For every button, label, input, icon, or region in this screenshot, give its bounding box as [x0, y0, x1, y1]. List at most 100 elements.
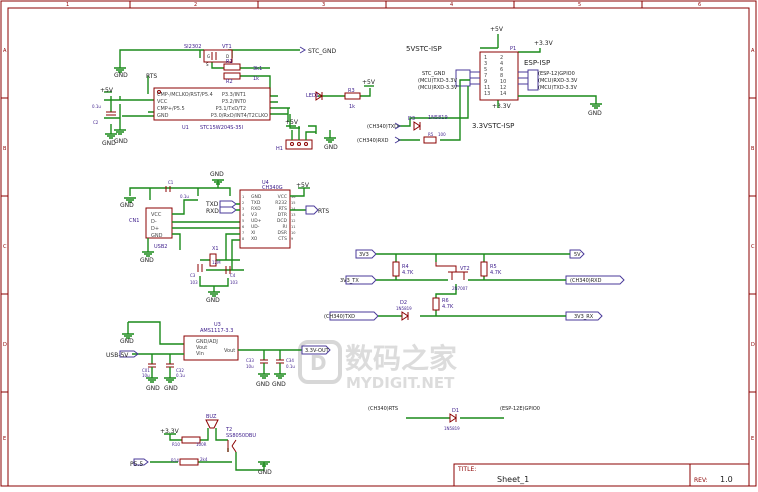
c34-val: 0.1u: [286, 364, 295, 369]
frame-row-d: D: [3, 342, 7, 348]
isp-gnd: GND: [588, 110, 602, 117]
ldo-usb5v: USB-5V: [106, 352, 129, 359]
c1-ref: C1: [168, 180, 174, 185]
h1-ref: H1: [276, 146, 283, 152]
svg-text:10: 10: [291, 231, 295, 235]
ldo-gnd-1: GND: [120, 338, 134, 345]
svg-text:XI: XI: [251, 230, 255, 236]
isp-right-net-2: (MCU)RXD-3.3V: [538, 78, 578, 84]
isp-33v: +3.3V: [534, 40, 554, 47]
svg-text:D+: D+: [151, 226, 159, 232]
vt1-part: SI2302: [184, 44, 201, 50]
ldo-part: AMS1117-3.3: [200, 328, 233, 334]
r14-ref: R14: [171, 458, 179, 463]
c01-val: 10u: [142, 373, 150, 378]
title-value: Sheet_1: [497, 475, 529, 484]
usb-ch340-block: C1 0.1u GND GND CN1 USB2 VCC D- D+ GND G…: [120, 171, 329, 304]
isp-right-net-3: (MCU)TXD-3.3V: [538, 85, 577, 91]
usb-gnd-1: GND: [120, 202, 134, 209]
svg-text:6: 6: [500, 67, 503, 73]
diode-d1: [449, 413, 457, 423]
c34-ref: C34: [286, 358, 294, 363]
resistor-r10: [181, 436, 201, 444]
isp-header-p1: [479, 51, 519, 101]
mcu-pin-l1: CMP-/MCLKO/RST/P5.4: [157, 92, 213, 98]
diode-d3: [413, 121, 421, 131]
svg-text:CTS: CTS: [278, 236, 287, 242]
buzzer-icon: [205, 419, 219, 429]
ch340-5v: +5V: [296, 182, 310, 189]
c4-val: 103: [230, 280, 238, 285]
c32-val: 0.1u: [176, 373, 185, 378]
resistor-r1: [223, 63, 241, 71]
c2-ref: C2: [93, 120, 99, 125]
svg-text:13: 13: [291, 213, 295, 217]
frame-row-a-right: A: [751, 48, 755, 54]
resistor-r4: [392, 261, 400, 277]
bz-ref: BUZ: [206, 414, 217, 420]
frame-row-e-right: E: [751, 436, 754, 442]
ch340-txd-net: TXD: [205, 201, 219, 208]
resistor-r3: [344, 92, 361, 100]
svg-text:GND: GND: [251, 194, 262, 200]
ls-5v: 5V: [574, 252, 581, 258]
svg-text:5: 5: [242, 219, 244, 223]
ls-3v3: 3V3: [359, 252, 369, 258]
ls-ch340rxd: (CH340)RXD: [570, 278, 602, 284]
buzzer-block: +3.3V R10 100R BUZ T2 SS8050DBU R14 2k4 …: [130, 414, 272, 476]
frame-col-3: 3: [322, 2, 325, 8]
frame-row-c: C: [3, 244, 7, 250]
r6-ref: R6: [442, 298, 449, 304]
frame-row-c-right: C: [751, 244, 755, 250]
isp-33v-b: +3.3V: [492, 103, 512, 110]
mcu-pin-r2: P3.2/INT0: [222, 99, 246, 105]
isp-5v: +5V: [490, 26, 504, 33]
svg-text:5: 5: [484, 67, 487, 73]
mcu-pin-r3: P3.1/TxD/T2: [216, 106, 246, 112]
svg-text:D: D: [310, 351, 327, 375]
bz-33v: +3.3V: [160, 428, 180, 435]
gnd-2: GND: [102, 140, 116, 147]
c1-val: 0.1u: [180, 194, 189, 199]
ldo-gnd-3: GND: [164, 385, 178, 392]
r1-ref: R1: [226, 59, 233, 65]
c4-ref: C4: [230, 273, 236, 278]
ldo-gnd-4: GND: [256, 381, 270, 388]
isp-title-33: 3.3VSTC-ISP: [472, 122, 514, 130]
svg-text:2: 2: [242, 201, 244, 205]
mcu-pin-r4: P3.0/RxD/INT4/T2CLKO: [211, 113, 268, 119]
usb2-ref: USB2: [154, 244, 167, 250]
svg-text:3: 3: [242, 207, 244, 211]
vt2-ref: VT2: [460, 266, 470, 272]
bz-gnd: GND: [258, 469, 272, 476]
vt1-d: D: [226, 54, 229, 59]
ch340-chip: [239, 189, 291, 249]
cn1-ref: CN1: [129, 218, 139, 224]
svg-text:3: 3: [484, 61, 487, 67]
ldo-gnd-5: GND: [272, 381, 286, 388]
resistor-r2: [223, 72, 241, 80]
d1-ref: D1: [452, 408, 459, 414]
svg-text:V3: V3: [251, 212, 257, 218]
watermark-logo-icon: [298, 340, 342, 384]
autodl-block: (CH340)RTS (ESP-12E)GPIO0 D1 1N5819: [368, 406, 540, 431]
isp-title-5v: 5VSTC-ISP: [406, 45, 442, 53]
frame-row-a: A: [3, 48, 7, 54]
usb-gnd-2: GND: [210, 171, 224, 178]
autodl-rts: (CH340)RTS: [368, 406, 398, 412]
autodl-gpio0: (ESP-12E)GPIO0: [500, 406, 540, 412]
c01-ref: C01: [142, 368, 150, 373]
usb-gnd-3: GND: [140, 257, 154, 264]
gnd-4: GND: [324, 144, 338, 151]
r5-isp-ref: R5: [428, 132, 434, 137]
frame-col-1: 1: [66, 2, 69, 8]
r4-val: 4.7K: [402, 270, 414, 276]
svg-text:4: 4: [242, 213, 245, 217]
frame-col-5: 5: [578, 2, 581, 8]
isp-left-net-3: (MCU)RXD-3.3V: [418, 85, 458, 91]
mcu-rts-net: RTS: [146, 73, 157, 80]
isp-left-net-2: (MCU)TXD-3.3V: [418, 78, 457, 84]
ls-ch340txd: (CH340)TXD: [324, 314, 355, 320]
